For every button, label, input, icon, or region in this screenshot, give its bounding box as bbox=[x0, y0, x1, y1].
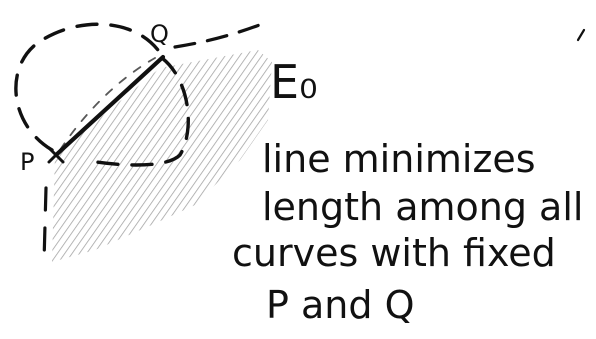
point-p-label: P bbox=[20, 148, 34, 176]
caption-line-2: length among all bbox=[262, 185, 583, 229]
point-q-label: Q bbox=[150, 20, 169, 48]
dashed-curve-inner bbox=[83, 56, 190, 167]
left-boundary-dashed bbox=[42, 186, 48, 264]
dashed-curve-outer bbox=[14, 22, 160, 152]
caption-line-4: P and Q bbox=[266, 283, 414, 327]
straight-segment-pq bbox=[53, 54, 166, 158]
caption-line-1: line minimizes bbox=[262, 137, 536, 181]
stray-mark bbox=[576, 28, 586, 42]
caption-line-3: curves with fixed bbox=[232, 231, 556, 275]
shaded-region-e0 bbox=[52, 50, 272, 262]
point-p-marker bbox=[47, 146, 65, 164]
region-label-e0: E₀ bbox=[270, 55, 318, 109]
region-boundary-dashed bbox=[173, 22, 264, 49]
dashed-curve-near-line bbox=[59, 57, 156, 151]
